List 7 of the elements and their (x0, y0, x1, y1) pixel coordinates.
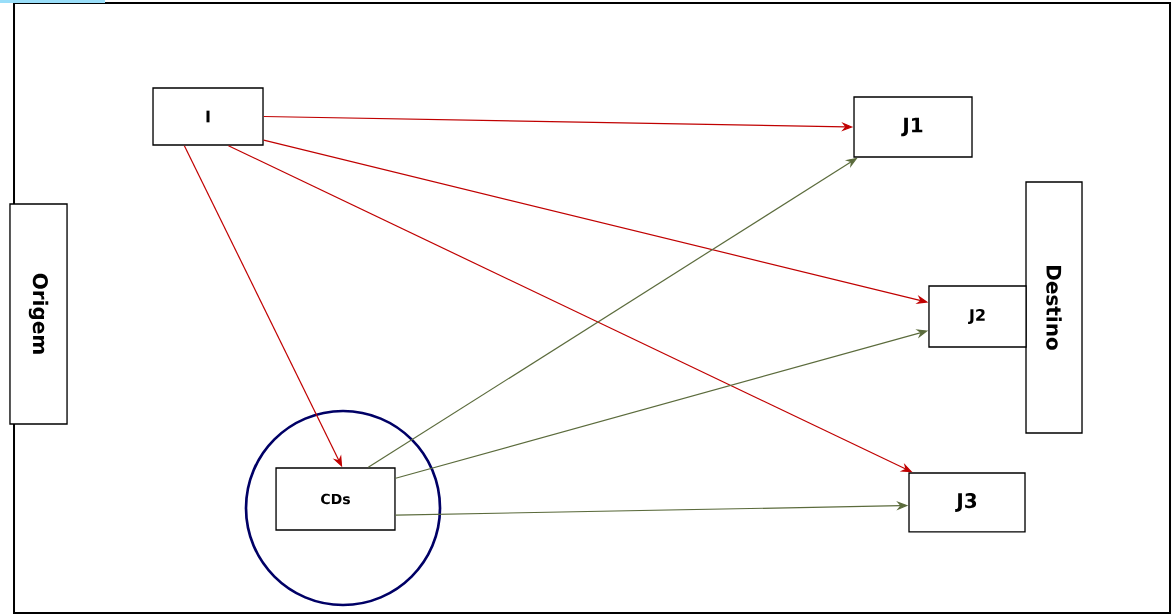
process-box: J1 (853, 96, 973, 158)
process-box: I (152, 87, 264, 146)
circle-outline (244, 409, 442, 607)
process-box: Origem (9, 203, 68, 425)
process-box: CDs (275, 467, 396, 531)
process-box: J2 (928, 285, 1027, 348)
process-box: J3 (908, 472, 1026, 533)
